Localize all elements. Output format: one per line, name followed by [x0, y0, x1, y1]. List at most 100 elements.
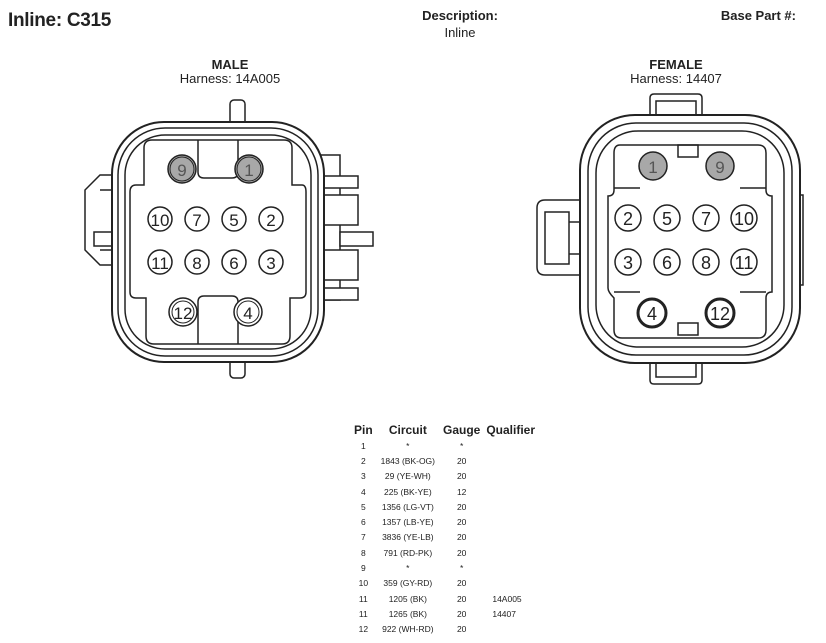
gauge-cell: 20: [456, 608, 467, 619]
table-header-row: Pin Circuit Gauge Qualifier: [350, 422, 539, 438]
pin-cell: 9: [360, 563, 366, 574]
gauge-cell: 20: [456, 471, 467, 482]
svg-text:11: 11: [735, 253, 754, 273]
female-pin-7: 7: [692, 204, 720, 232]
male-pin-3: 3: [258, 249, 284, 275]
svg-text:6: 6: [662, 253, 672, 273]
female-connector-diagram: 1 9 2 5 7 10 3 6 8 11 4 12: [536, 93, 804, 385]
svg-text:4: 4: [647, 304, 657, 324]
circuit-cell: 29 (YE-WH): [384, 471, 431, 482]
qualifier-cell: [484, 438, 539, 453]
male-pin-7: 7: [184, 206, 210, 232]
female-harness: Harness: 14407: [630, 71, 722, 86]
qualifier-cell: 14407: [492, 608, 516, 619]
pin-cell: 12: [358, 624, 369, 635]
circuit-cell: *: [406, 440, 410, 451]
qualifier-cell: [484, 560, 539, 575]
svg-text:4: 4: [243, 304, 252, 323]
pin-cell: 8: [360, 547, 366, 558]
female-title: FEMALE: [649, 57, 703, 72]
circuit-cell: 1356 (LG-VT): [381, 501, 434, 512]
female-pin-2: 2: [614, 204, 642, 232]
gauge-cell: *: [460, 440, 464, 451]
qualifier-cell: [484, 453, 539, 468]
gauge-cell: *: [460, 563, 464, 574]
pin-cell: 11: [358, 593, 368, 604]
gauge-cell: 12: [456, 486, 467, 497]
svg-text:5: 5: [229, 211, 238, 230]
male-pin-8: 8: [184, 249, 210, 275]
svg-text:12: 12: [710, 304, 730, 324]
gauge-cell: 20: [456, 532, 467, 543]
table-row: 8 791 (RD-PK) 20: [350, 545, 539, 560]
circuit-cell: 225 (BK-YE): [383, 486, 432, 497]
gauge-cell: 20: [456, 455, 467, 466]
pin-cell: 6: [360, 517, 366, 528]
female-pin-9: 9: [705, 151, 735, 181]
gauge-cell: 20: [456, 501, 467, 512]
qualifier-cell: [484, 469, 539, 484]
pin-cell: 5: [360, 501, 366, 512]
male-pin-6: 6: [221, 249, 247, 275]
male-harness: Harness: 14A005: [179, 71, 281, 86]
table-row: 9 * *: [350, 560, 539, 575]
svg-text:6: 6: [229, 254, 238, 273]
circuit-cell: 1843 (BK-OG): [380, 455, 435, 466]
gauge-cell: 20: [456, 547, 467, 558]
header-qualifier: Qualifier: [486, 423, 536, 437]
male-pin-5: 5: [221, 206, 247, 232]
description-label: Description:: [422, 8, 498, 23]
circuit-cell: 1357 (LB-YE): [382, 517, 434, 528]
header-gauge: Gauge: [443, 423, 481, 437]
table-row: 1**: [350, 438, 539, 453]
gauge-cell: 20: [456, 593, 467, 604]
male-pin-4: 4: [233, 297, 263, 327]
svg-text:7: 7: [192, 211, 201, 230]
male-pin-10: 10: [147, 206, 173, 232]
male-title: MALE: [211, 57, 249, 72]
male-pin-12: 12: [168, 297, 198, 327]
circuit-cell: *: [406, 563, 410, 574]
female-pin-8: 8: [692, 248, 720, 276]
female-pin-5: 5: [653, 204, 681, 232]
svg-text:3: 3: [266, 254, 275, 273]
svg-text:9: 9: [715, 158, 724, 177]
qualifier-cell: [484, 530, 539, 545]
table-row: 4 225 (BK-YE) 12: [350, 484, 539, 499]
circuit-cell: 3836 (YE-LB): [382, 532, 434, 543]
qualifier-cell: [484, 622, 539, 637]
male-connector-diagram: 9 1 10 7 5 2 11 8 6 3 12 4: [84, 99, 374, 379]
circuit-cell: 1205 (BK): [388, 593, 427, 604]
pin-cell: 4: [360, 486, 366, 497]
circuit-cell: 359 (GY-RD): [383, 578, 433, 589]
pin-cell: 2: [360, 455, 366, 466]
male-pin-11: 11: [147, 249, 173, 275]
svg-text:8: 8: [701, 253, 711, 273]
female-pin-6: 6: [653, 248, 681, 276]
svg-text:10: 10: [151, 211, 170, 230]
svg-text:12: 12: [174, 304, 193, 323]
description-value: Inline: [444, 25, 476, 40]
female-pin-4: 4: [636, 297, 668, 329]
male-pin-9: 9: [167, 154, 197, 184]
qualifier-cell: [484, 576, 539, 591]
qualifier-cell: [484, 499, 539, 514]
qualifier-cell: 14A005: [492, 593, 522, 604]
male-pin-1: 1: [234, 154, 264, 184]
female-pin-1: 1: [638, 151, 668, 181]
svg-text:9: 9: [177, 161, 186, 180]
female-pin-3: 3: [614, 248, 642, 276]
circuit-cell: 1265 (BK): [388, 608, 427, 619]
svg-text:8: 8: [192, 254, 201, 273]
svg-text:3: 3: [623, 253, 633, 273]
circuit-cell: 791 (RD-PK): [383, 547, 433, 558]
qualifier-cell: [484, 514, 539, 529]
svg-text:2: 2: [266, 211, 275, 230]
female-pin-12: 12: [704, 297, 736, 329]
circuit-cell: 922 (WH-RD): [382, 624, 434, 635]
